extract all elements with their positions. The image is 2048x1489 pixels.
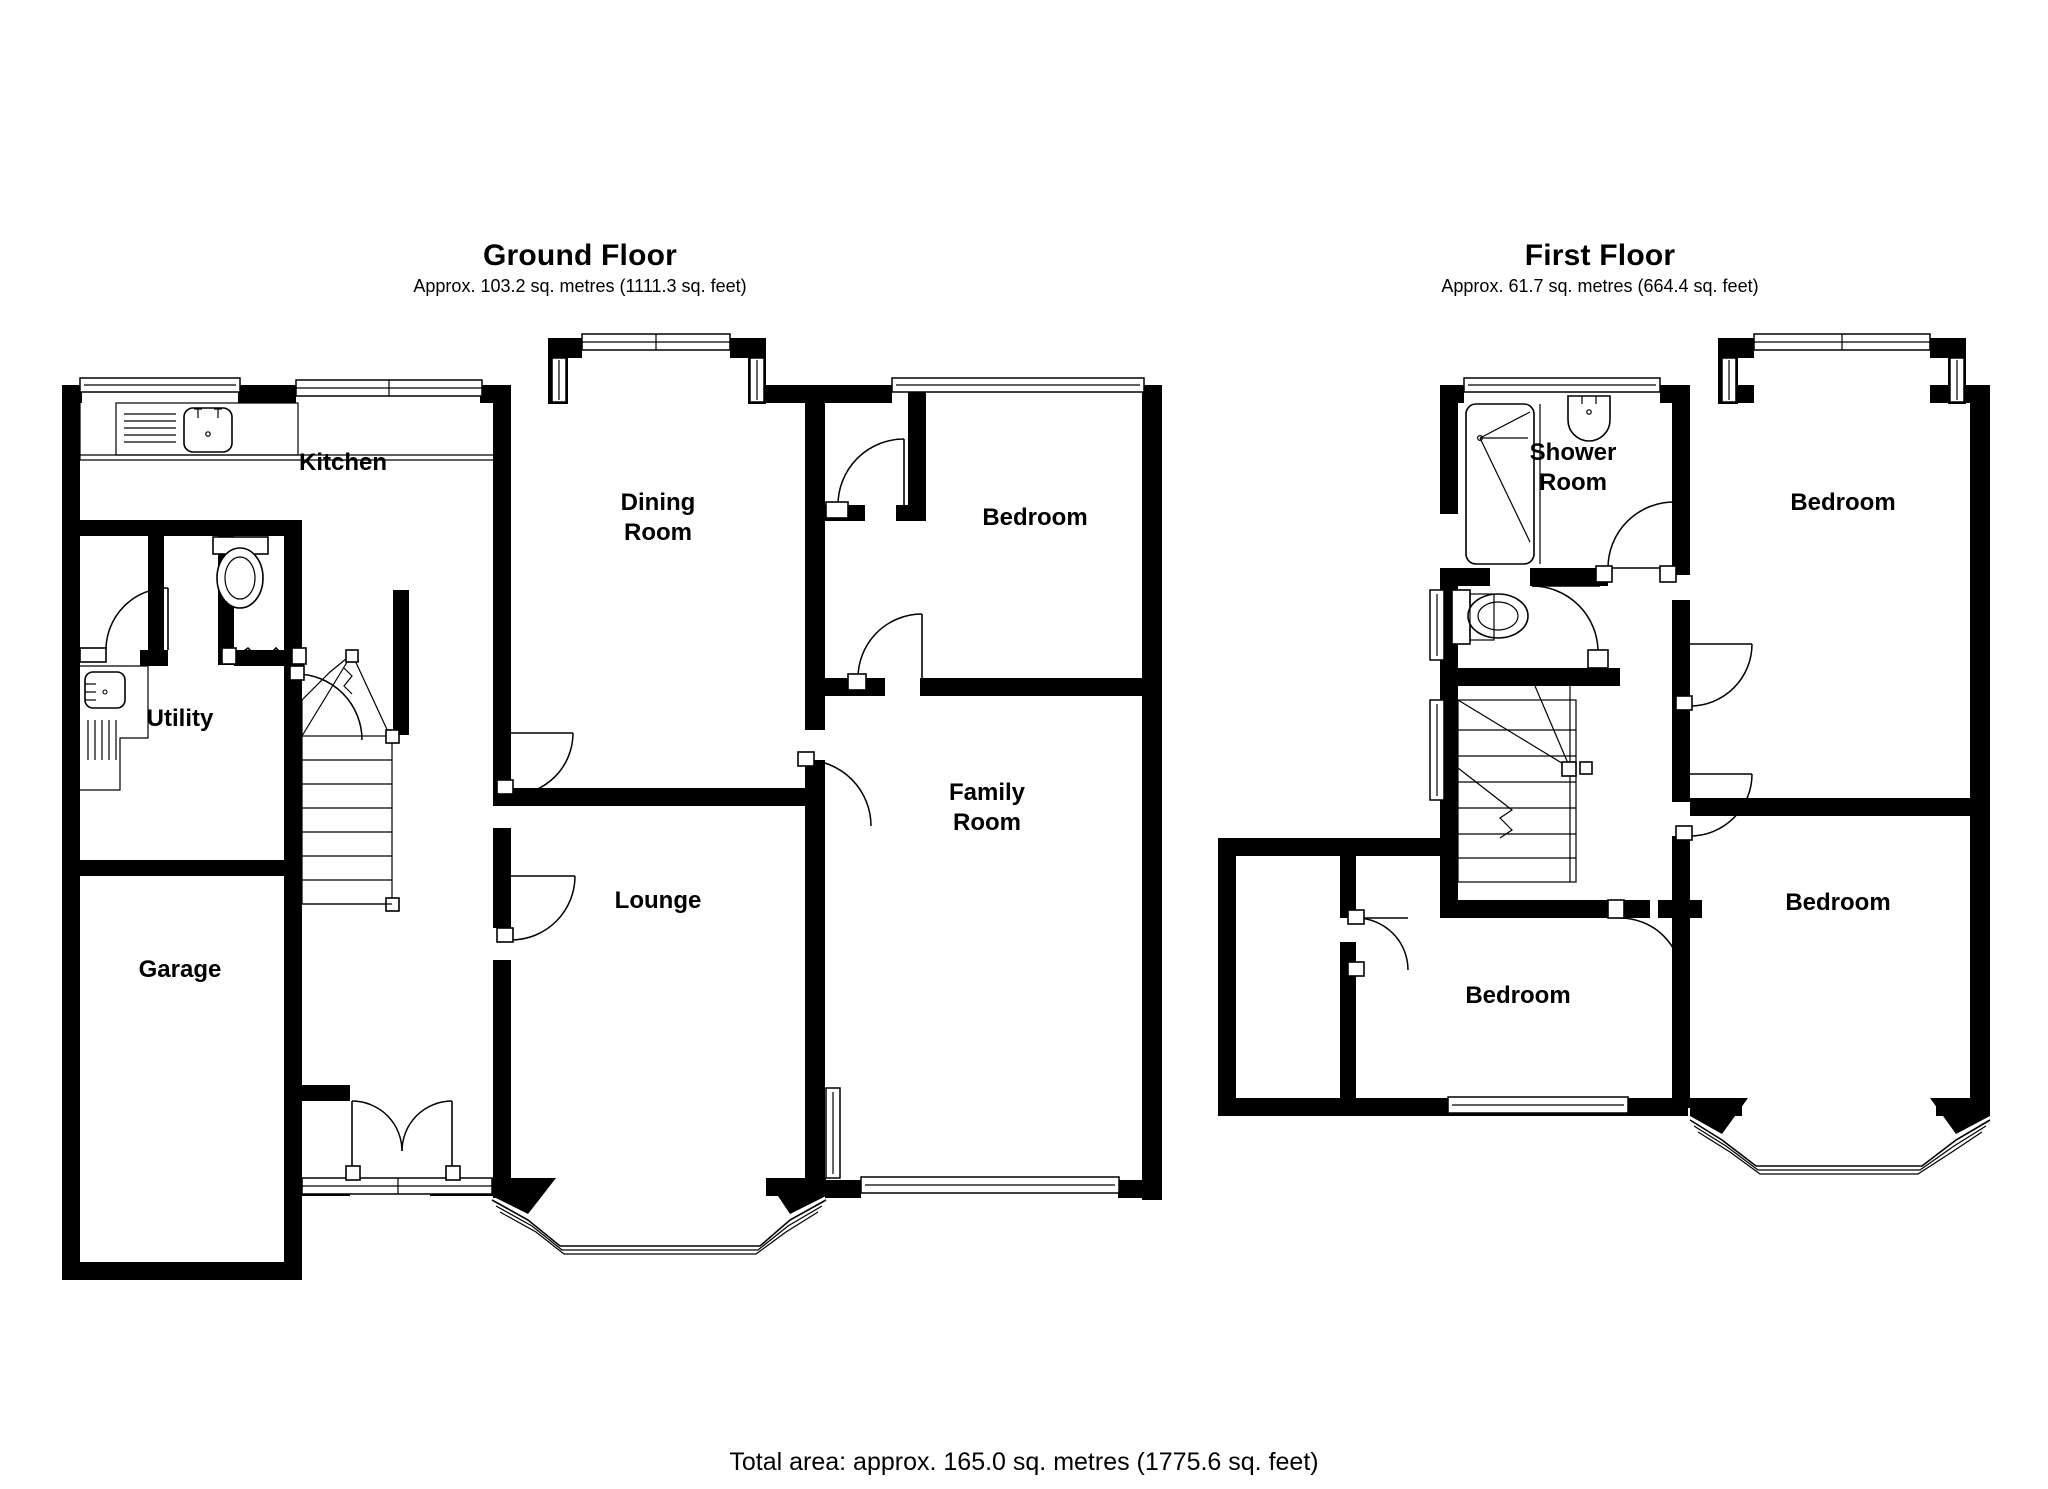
door-wc-bedroom (825, 438, 905, 519)
room-label-utility: Utility (147, 705, 214, 732)
door-bedroom-familyroom (847, 613, 923, 691)
ground-floor-title-block: Ground Floor Approx. 103.2 sq. metres (1… (280, 240, 880, 295)
door-lounge-hall (496, 875, 576, 943)
first-floor-area: Approx. 61.7 sq. metres (664.4 sq. feet) (1441, 275, 1759, 296)
door-utility (79, 587, 169, 663)
ground-floor-area: Approx. 103.2 sq. metres (1111.3 sq. fee… (413, 275, 747, 296)
first-floor-title-block: First Floor Approx. 61.7 sq. metres (664… (1300, 240, 1900, 295)
first-floor-fixtures (1451, 395, 1611, 883)
ground-floor-doors (79, 438, 923, 1181)
room-label-bedroom-gf: Bedroom (982, 504, 1087, 531)
room-label-bedroom-ff-top: Bedroom (1790, 489, 1895, 516)
kitchen-sink-icon (183, 407, 233, 453)
svg-text:Shower: Shower (1530, 439, 1617, 466)
room-label-bedroom-ff-mid: Bedroom (1785, 889, 1890, 916)
ground-floor-walls (62, 338, 1162, 1280)
cloakroom-toilet-icon (212, 536, 269, 609)
room-label-garage: Garage (139, 956, 222, 983)
ground-floor-windows (79, 333, 1145, 1255)
utility-sink-icon (80, 665, 149, 791)
door-cloakroom (221, 646, 307, 665)
room-label-dining-room: Dining Room (621, 489, 696, 546)
svg-text:Dining: Dining (621, 489, 696, 516)
ground-staircase-icon (301, 649, 400, 912)
first-floor-plan: Shower Room Bedroom Bedroom Bedroom (1218, 333, 1991, 1175)
first-floor-staircase-icon (1457, 685, 1593, 883)
svg-text:Room: Room (953, 809, 1021, 836)
svg-text:Family: Family (949, 779, 1026, 806)
first-floor-toilet-icon (1451, 589, 1529, 645)
first-floor-title: First Floor (1524, 239, 1676, 272)
kitchen-drainer-icon (124, 413, 176, 443)
door-bedroom-storage (1347, 909, 1409, 977)
room-label-lounge: Lounge (615, 887, 702, 914)
shower-room-basin-icon (1567, 395, 1611, 442)
ground-floor-fixtures (79, 402, 506, 912)
total-area-text: Total area: approx. 165.0 sq. metres (17… (729, 1448, 1319, 1476)
door-familyroom-dining (797, 751, 872, 827)
door-hall-understairs (289, 665, 363, 741)
first-floor-doors (1347, 501, 1753, 981)
ground-floor-plan: Kitchen Utility Garage Dining Room Loung… (62, 333, 1162, 1280)
door-bedroom-top-right (1675, 643, 1753, 711)
room-label-family-room: Family Room (949, 779, 1026, 836)
door-shower-room (1595, 501, 1677, 583)
door-front-entrance (345, 1100, 461, 1181)
room-label-shower-room: Shower Room (1530, 439, 1617, 496)
svg-text:Room: Room (624, 519, 692, 546)
room-label-bedroom-ff-bottom: Bedroom (1465, 982, 1570, 1009)
door-bedroom-mid-right (1675, 773, 1753, 841)
ground-floor-title: Ground Floor (482, 239, 678, 272)
svg-text:Room: Room (1539, 469, 1607, 496)
shower-tray-icon (1465, 403, 1541, 565)
utility-radiator-icon (87, 720, 117, 760)
door-dining-hall (496, 732, 574, 796)
door-bedroom-bottom-left (1607, 899, 1683, 981)
first-floor-windows (1429, 333, 1991, 1175)
room-label-kitchen: Kitchen (299, 449, 387, 476)
door-first-floor-wc (1531, 585, 1609, 669)
